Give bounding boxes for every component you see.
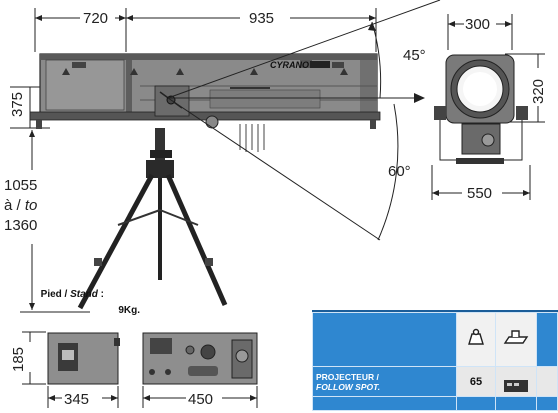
dim-935: 935 [249, 10, 274, 27]
row2-cell [536, 396, 558, 411]
packaging-icon [504, 380, 528, 392]
top-dimension-lines [34, 8, 377, 52]
brand-label: CYRANO [270, 60, 330, 70]
tripod-stand [77, 128, 228, 310]
box-height-dims [22, 331, 46, 385]
header-icon-cell-1 [456, 312, 496, 367]
row-edge-cell [536, 366, 558, 397]
dim-320: 320 [530, 79, 547, 104]
spec-table: PROJECTEUR / FOLLOW SPOT. 65 [312, 312, 558, 411]
dim-550: 550 [467, 185, 492, 202]
spotlight-body [29, 53, 381, 152]
box-width-dims [47, 386, 258, 408]
dim-1055: 1055 [4, 177, 37, 194]
table-row [312, 396, 558, 411]
row-label-line2: FOLLOW SPOT. [316, 381, 381, 392]
table-header-row [312, 312, 558, 367]
row2-cell [495, 396, 537, 411]
dim-range-connector: à / to [4, 197, 37, 214]
row2-cell [456, 396, 496, 411]
header-blank-cell [312, 312, 457, 367]
dim-345: 345 [64, 391, 89, 408]
row2-label-cell [312, 396, 457, 411]
box-volume-icon [503, 330, 529, 344]
stand-label-line2: 9Kg. [118, 305, 140, 316]
flight-case-box [47, 332, 120, 385]
row-label-line1: PROJECTEUR / [316, 371, 379, 382]
header-icon-cell-2 [495, 312, 537, 367]
dim-1360: 1360 [4, 217, 37, 234]
dim-720: 720 [83, 10, 108, 27]
dim-300: 300 [465, 16, 490, 33]
brand-text: CYRANO [270, 60, 309, 70]
spec-table-panel: PROJECTEUR / FOLLOW SPOT. 65 [312, 310, 558, 411]
angle-lines [167, 0, 441, 241]
stand-height-dims [20, 130, 90, 313]
side-view-spotlight [434, 54, 528, 164]
side-view-dims [431, 14, 545, 200]
stand-label-line1: Pied / Stand : [41, 289, 104, 300]
control-panel-box [142, 332, 258, 385]
row-label-follow-spot: PROJECTEUR / FOLLOW SPOT. [312, 366, 457, 397]
angle-60: 60° [388, 163, 411, 180]
dim-375: 375 [9, 92, 26, 117]
dim-185: 185 [10, 347, 27, 372]
weight-icon [468, 328, 484, 345]
table-row: PROJECTEUR / FOLLOW SPOT. 65 [312, 366, 558, 397]
row-weight-value: 65 [456, 366, 496, 397]
row-packaging-cell [495, 366, 537, 397]
dim-450: 450 [188, 391, 213, 408]
header-edge-cell [536, 312, 558, 367]
angle-45: 45° [403, 47, 426, 64]
